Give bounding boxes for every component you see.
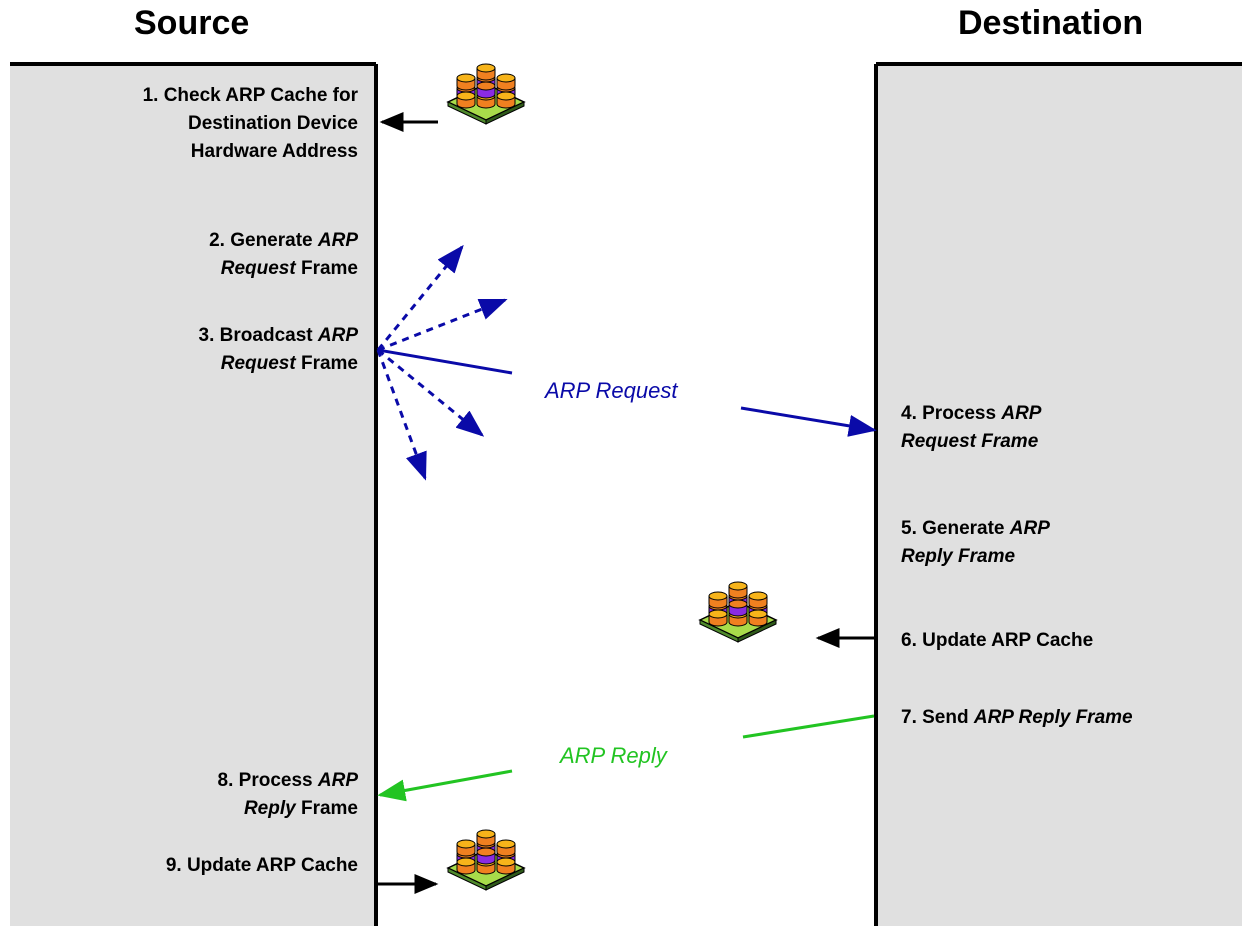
arp-cache-icon <box>700 582 776 642</box>
step-line: Hardware Address <box>38 138 358 166</box>
step-line: 8. Process ARP <box>38 767 358 795</box>
arp-reply-line-b <box>377 769 513 802</box>
arp-cache-icon <box>448 64 524 124</box>
step-text: 6. Update ARP Cache <box>901 630 1094 651</box>
step-text: Frame <box>295 353 358 374</box>
broadcast-arrows <box>376 244 508 481</box>
step-text: 5. Generate <box>901 518 1010 539</box>
source-header: Source <box>134 4 250 42</box>
step-text: ARP <box>1009 518 1050 539</box>
step-text: Request <box>220 353 296 374</box>
step-text: Frame <box>295 258 358 279</box>
step-text: 1. Check ARP Cache for <box>142 85 358 106</box>
step-line: 4. Process ARP <box>901 400 1221 428</box>
step-text: 3. Broadcast <box>198 325 318 346</box>
step-text: Reply Frame <box>901 546 1016 567</box>
step-text: 9. Update ARP Cache <box>165 855 358 876</box>
step-line: Request Frame <box>901 428 1221 456</box>
destination-step: 7. Send ARP Reply Frame <box>901 704 1231 732</box>
arp-request-label: ARP Request <box>545 378 678 403</box>
destination-step: 4. Process ARP Request Frame <box>901 400 1221 456</box>
step-text: Hardware Address <box>190 141 358 162</box>
destination-step: 6. Update ARP Cache <box>901 627 1221 655</box>
step-text: Request <box>220 258 296 279</box>
step-text: 2. Generate <box>209 230 318 251</box>
step-line: 5. Generate ARP <box>901 515 1221 543</box>
arp-request-line-a <box>377 348 513 375</box>
step-text: Request Frame <box>901 431 1039 452</box>
step-line: 6. Update ARP Cache <box>901 627 1221 655</box>
destination-step: 5. Generate ARP Reply Frame <box>901 515 1221 571</box>
arp-reply-line-a <box>742 714 875 739</box>
step-text: ARP Reply Frame <box>973 707 1133 728</box>
step-line: 1. Check ARP Cache for <box>38 82 358 110</box>
step-line: 3. Broadcast ARP <box>38 322 358 350</box>
destination-panel <box>876 64 1242 926</box>
step-line: Destination Device <box>38 110 358 138</box>
step-text: Destination Device <box>188 113 358 134</box>
step-line: 7. Send ARP Reply Frame <box>901 704 1231 732</box>
source-panel <box>10 64 376 926</box>
step-text: Frame <box>295 798 358 819</box>
step-line: Reply Frame <box>38 795 358 823</box>
step-text: ARP <box>317 325 358 346</box>
step-line: 9. Update ARP Cache <box>38 852 358 880</box>
step-line: Reply Frame <box>901 543 1221 571</box>
step-text: 4. Process <box>901 403 1002 424</box>
step-text: ARP <box>1001 403 1042 424</box>
step-text: 7. Send <box>901 707 974 728</box>
step-text: Reply <box>243 798 296 819</box>
step-line: 2. Generate ARP <box>38 227 358 255</box>
destination-header: Destination <box>958 4 1144 42</box>
arp-cache-icon <box>448 830 524 890</box>
arp-request-line-b <box>740 406 877 437</box>
step-text: 8. Process <box>217 770 318 791</box>
step-text: ARP <box>317 230 358 251</box>
source-step: 9. Update ARP Cache <box>38 852 358 880</box>
step-line: Request Frame <box>38 350 358 378</box>
step-text: ARP <box>317 770 358 791</box>
step-line: Request Frame <box>38 255 358 283</box>
arp-reply-label: ARP Reply <box>560 743 667 768</box>
